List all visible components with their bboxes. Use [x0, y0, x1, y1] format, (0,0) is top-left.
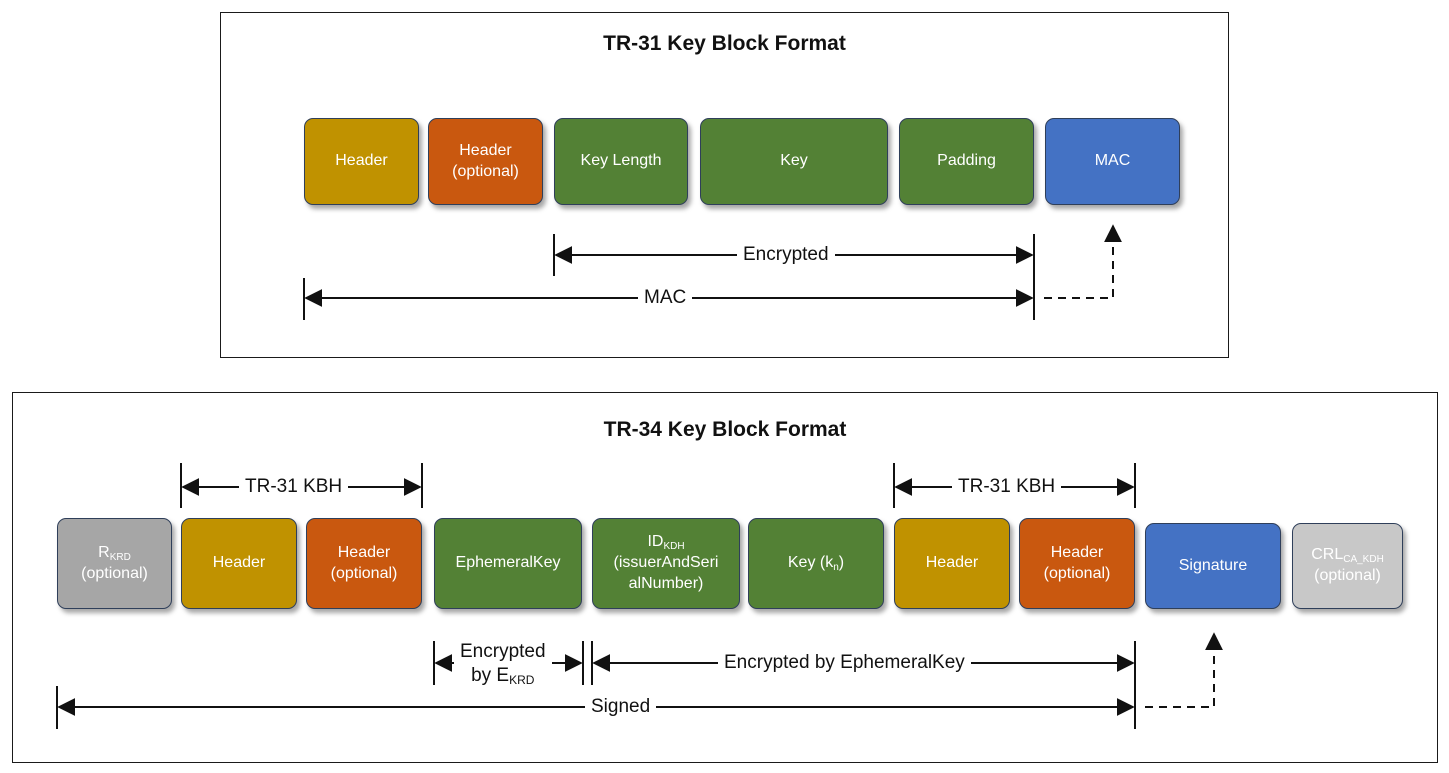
tr34-key-kn-block: Key (kn): [748, 518, 884, 609]
tr34-header-label-left: Header: [212, 554, 266, 572]
tr34-encrypted-ekrd-line1: Encrypted: [460, 641, 546, 662]
tr31-key-length-block: Key Length: [554, 118, 688, 205]
tr34-encrypted-ephemeral-label: Encrypted by EphemeralKey: [718, 652, 971, 675]
tr34-key-kn-subscript: n: [833, 562, 839, 573]
tr31-key-label: Key: [780, 152, 808, 170]
tr34-crl-subscript: CA_KDH: [1343, 554, 1384, 566]
tr34-header-optional-note-left: (optional): [330, 564, 398, 582]
tr34-crl-label: CRL: [1311, 546, 1344, 564]
tr34-kbh-right-label: TR-31 KBH: [952, 476, 1062, 499]
tr34-crl-block: CRLCA_KDH(optional): [1292, 523, 1403, 609]
tr34-encrypted-ekrd-line2: by E: [471, 664, 510, 686]
tr31-mac-label: MAC: [1094, 152, 1131, 170]
tr34-key-kn-label: Key (k: [787, 554, 834, 571]
tr34-signature-block: Signature: [1145, 523, 1281, 609]
tr34-header-optional-note-right: (optional): [1043, 564, 1111, 582]
tr31-header-optional-label: Header: [459, 141, 512, 159]
tr34-header-block-right: Header: [894, 518, 1010, 609]
tr34-rkrd-subscript: KRD: [109, 551, 131, 563]
tr34-encrypted-ekrd-subscript: KRD: [509, 672, 535, 687]
tr31-header-optional-block: Header (optional): [428, 118, 543, 205]
tr34-idkdh-line3: alNumber): [628, 575, 704, 592]
tr34-rkrd-block: RKRD(optional): [57, 518, 172, 609]
tr31-padding-block: Padding: [899, 118, 1034, 205]
tr31-padding-label: Padding: [937, 152, 996, 170]
tr31-header-optional-note: (optional): [452, 162, 519, 180]
tr31-title: TR-31 Key Block Format: [603, 32, 846, 55]
tr34-ephemeral-key-label: EphemeralKey: [455, 554, 561, 572]
tr34-kbh-left-label: TR-31 KBH: [239, 476, 349, 499]
tr34-idkdh-line2: (issuerAndSeri: [613, 554, 719, 572]
tr34-title: TR-34 Key Block Format: [603, 418, 847, 441]
tr31-key-block: Key: [700, 118, 888, 205]
tr34-header-optional-block-right: Header (optional): [1019, 518, 1135, 609]
tr31-key-length-label: Key Length: [580, 152, 662, 170]
tr34-rkrd-label: R: [98, 543, 110, 561]
tr31-header-label: Header: [335, 152, 388, 170]
tr34-signature-dashed-arrow: [1145, 632, 1223, 708]
tr34-header-optional-label-left: Header: [337, 543, 391, 561]
tr34-rkrd-optional: (optional): [81, 564, 148, 582]
tr31-mac-dashed-arrow: [1044, 224, 1122, 299]
tr31-header-block: Header: [304, 118, 419, 205]
tr31-mac-span-label: MAC: [638, 287, 693, 310]
tr34-header-optional-label-right: Header: [1050, 543, 1104, 561]
tr34-signed-label: Signed: [585, 696, 657, 719]
tr34-header-optional-block-left: Header (optional): [306, 518, 422, 609]
tr34-idkdh-block: IDKDH(issuerAndSeri alNumber): [592, 518, 740, 609]
tr34-key-kn-close: ): [838, 554, 845, 571]
tr31-encrypted-label: Encrypted: [737, 244, 835, 267]
tr34-idkdh-subscript: KDH: [663, 541, 685, 553]
tr34-idkdh-label: ID: [647, 533, 664, 551]
tr34-header-label-right: Header: [925, 554, 979, 572]
tr31-mac-block: MAC: [1045, 118, 1180, 205]
tr34-signature-label: Signature: [1178, 556, 1248, 574]
tr34-crl-optional: (optional): [1314, 567, 1381, 585]
tr34-header-block-left: Header: [181, 518, 297, 609]
tr34-ephemeral-key-block: EphemeralKey: [434, 518, 582, 609]
